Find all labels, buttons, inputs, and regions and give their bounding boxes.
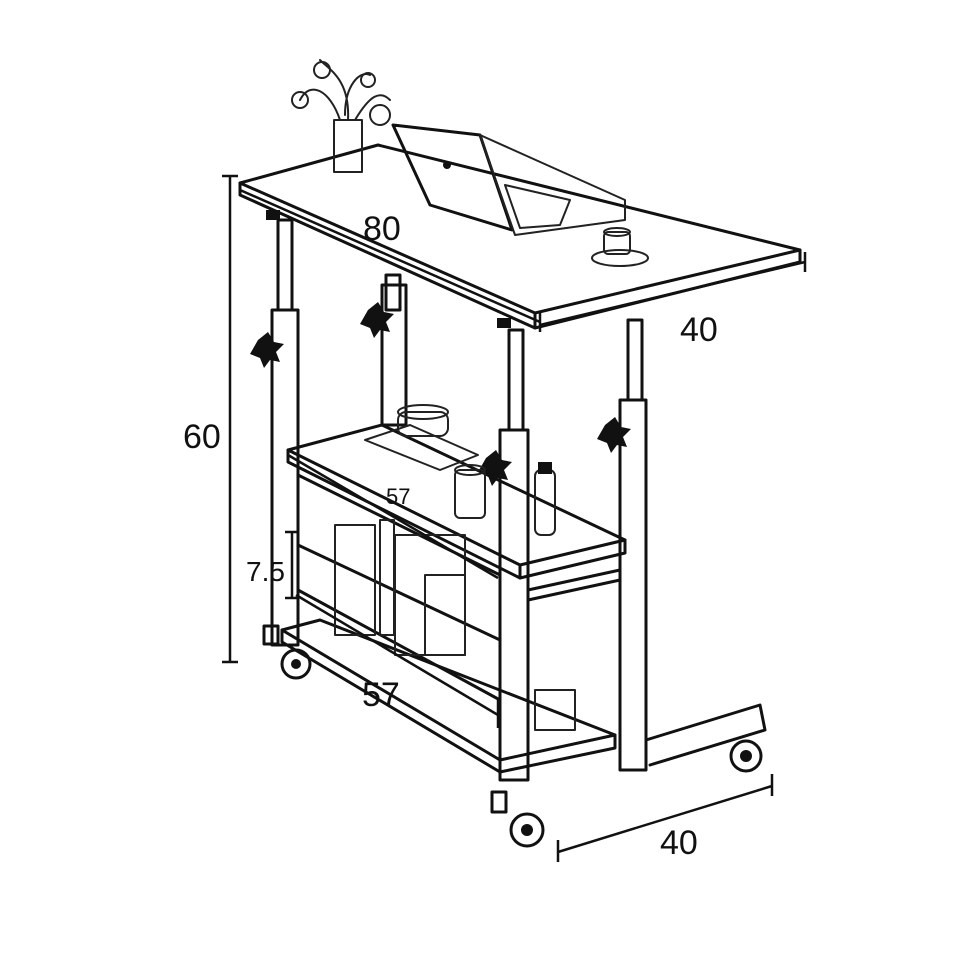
bottom-shelf — [280, 473, 767, 774]
tabletop — [238, 143, 802, 330]
adjust-knobs — [250, 302, 631, 486]
bottom-width-label: 57 — [362, 676, 400, 714]
legs — [270, 218, 648, 782]
shelf-gap-label: 7.5 — [246, 556, 285, 587]
top-width-label: 80 — [363, 210, 401, 248]
base-depth-label: 40 — [660, 824, 698, 862]
laptop — [391, 123, 626, 236]
dimension-lines — [222, 174, 807, 862]
top-depth-label: 40 — [680, 311, 718, 349]
top-tab-right — [497, 318, 511, 328]
flower-vase — [291, 59, 391, 173]
height-label: 60 — [183, 418, 221, 456]
casters — [262, 624, 763, 848]
shelf-width-label: 57 — [386, 484, 411, 509]
cup — [591, 227, 649, 267]
top-tab-left — [266, 210, 280, 220]
middle-shelf — [286, 404, 627, 580]
